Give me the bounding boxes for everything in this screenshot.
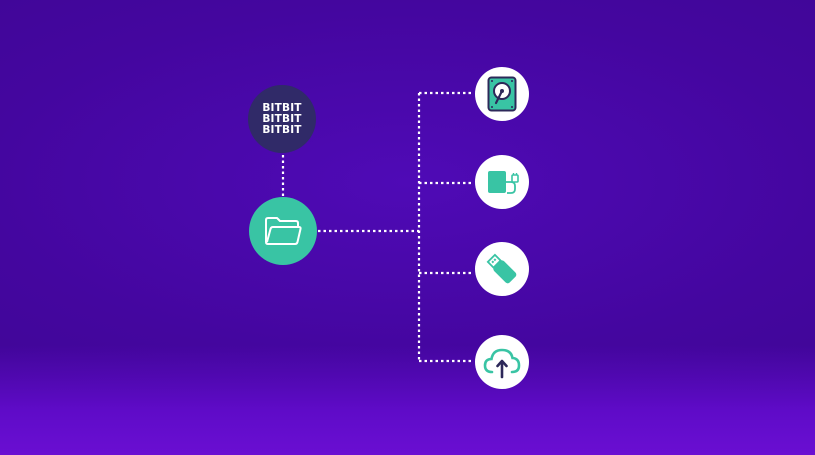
logo-line-2: BITBIT <box>262 112 302 125</box>
logo-line-3: BITBIT <box>262 123 302 136</box>
floor-gradient <box>0 345 815 455</box>
hard-drive-icon <box>487 76 517 112</box>
cloud-upload-icon <box>483 348 521 379</box>
folder-icon <box>265 217 302 245</box>
external-drive-icon <box>488 171 519 194</box>
bitbit-logo: BITBIT BITBIT BITBIT <box>248 85 316 153</box>
usb-stick-icon <box>486 253 517 284</box>
external-drive-node <box>475 155 529 209</box>
usb-stick-node <box>475 242 529 296</box>
logo-line-1: BITBIT <box>262 101 302 114</box>
internal-drive-node <box>475 67 529 121</box>
source-folder-node <box>249 197 317 265</box>
cloud-node <box>475 335 529 389</box>
